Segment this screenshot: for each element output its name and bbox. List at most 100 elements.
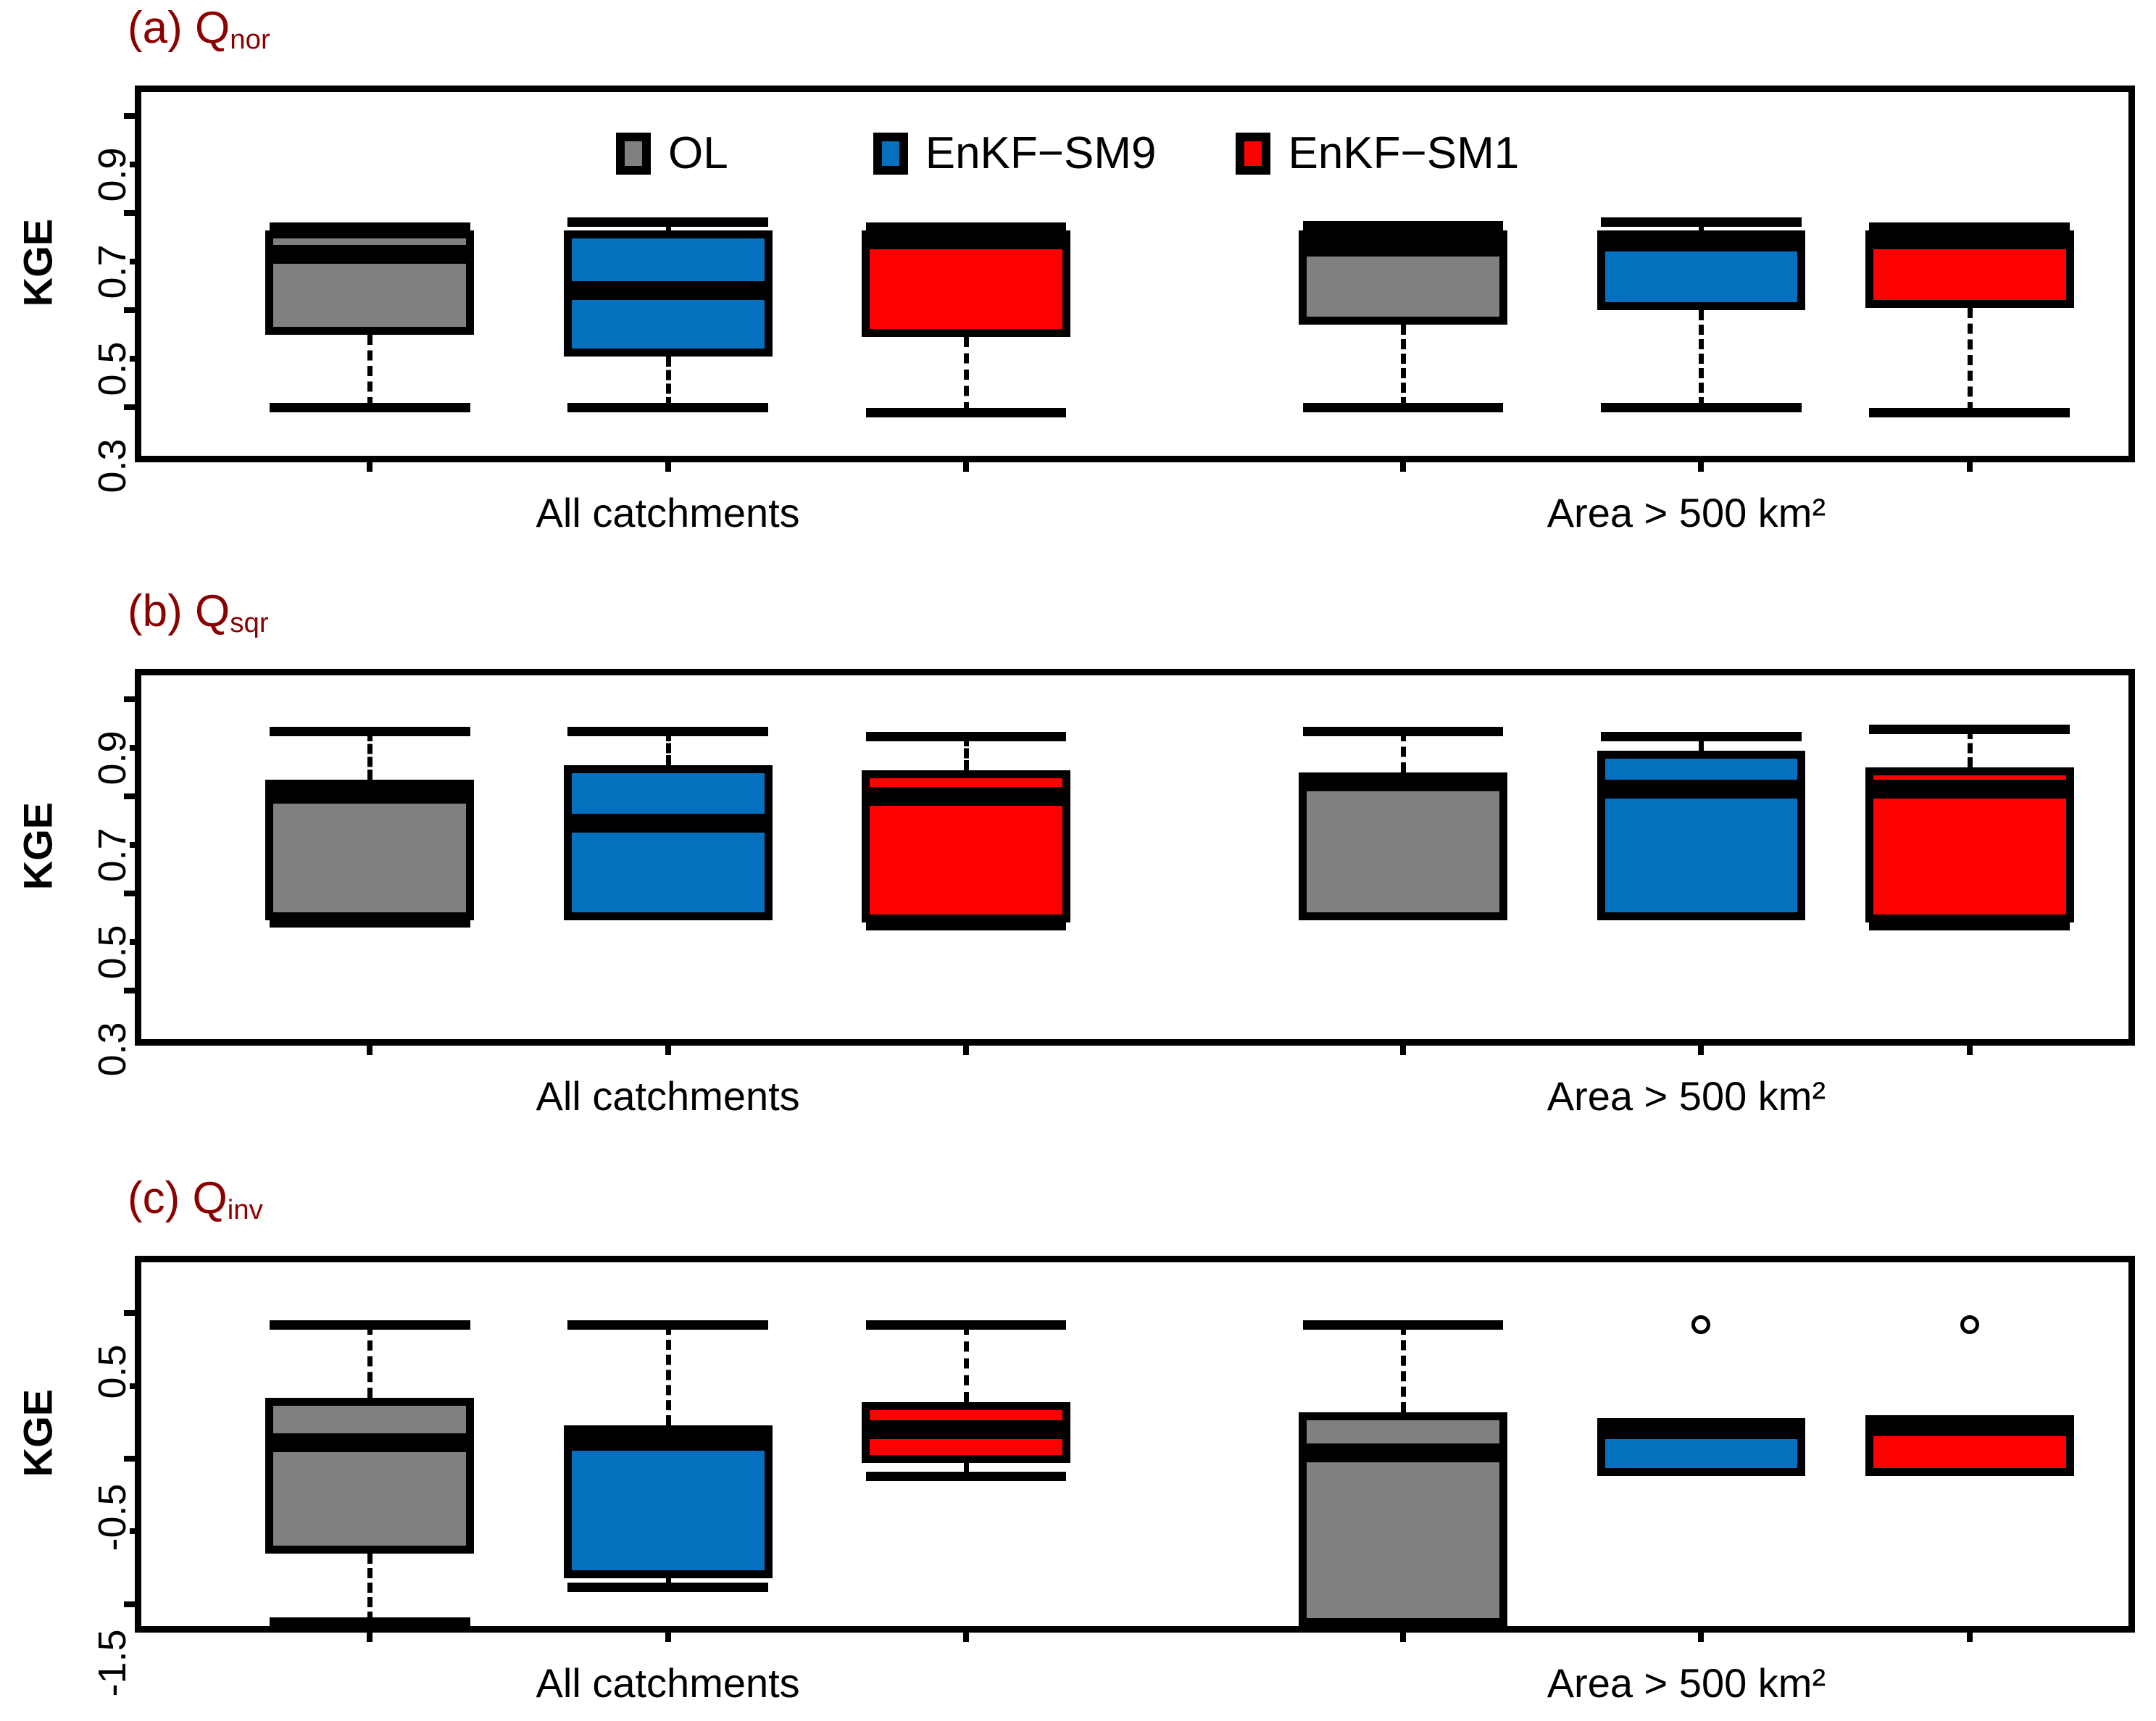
boxplot-c-4[interactable] [141, 1262, 2128, 1626]
boxplot-whisker-lower [367, 334, 373, 408]
panel-b-xtick [1698, 1039, 1705, 1055]
boxplot-whisker-lower [665, 1578, 671, 1587]
boxplot-cap-upper [567, 726, 768, 736]
panel-a-title: (a) Qnor [128, 3, 270, 54]
boxplot-c-2[interactable] [141, 1262, 2128, 1626]
boxplot-whisker-upper [963, 736, 969, 770]
boxplot-cap-upper [865, 222, 1067, 233]
boxplot-c-3[interactable] [141, 1262, 2128, 1626]
panel-c-xtick [962, 1626, 969, 1642]
boxplot-cap-upper [270, 1320, 470, 1330]
boxplot-a-5[interactable] [141, 92, 2128, 456]
boxplot-cap-lower [1601, 403, 1802, 413]
panel-a-xtick [1698, 456, 1705, 472]
panel-c-ytick [124, 1601, 141, 1607]
panel-a-ytick [124, 307, 141, 314]
legend-label-enkf-sm1: EnKF−SM1 [1288, 128, 1520, 178]
boxplot-b-2[interactable] [141, 675, 2128, 1039]
boxplot-median [563, 814, 773, 833]
panel-a-xtick [1966, 456, 1973, 472]
boxplot-median [1865, 780, 2074, 799]
boxplot-a-2[interactable] [141, 92, 2128, 456]
panel-a-ytick [124, 404, 141, 411]
boxplot-c-1[interactable] [141, 1262, 2128, 1626]
panel-c-xtick [1400, 1626, 1407, 1642]
boxplot-whisker-upper [1401, 730, 1407, 772]
panel-a-title-main: (a) Q [128, 3, 230, 53]
boxplot-cap-upper [567, 1320, 768, 1330]
boxplot-cap-upper [865, 731, 1067, 741]
panel-c-ylabel: KGE [14, 1388, 61, 1478]
legend-item-enkf-sm9[interactable]: EnKF−SM9 [873, 128, 1156, 179]
boxplot-cap-lower [270, 403, 470, 413]
boxplot-median [861, 1420, 1070, 1439]
boxplot-whisker-lower [1401, 325, 1407, 408]
panel-a-xtick [962, 456, 969, 472]
boxplot-cap-upper [1302, 1320, 1504, 1330]
panel-b-group-label-0: All catchments [536, 1073, 800, 1119]
panel-c-xtick [665, 1626, 671, 1642]
panel-b-ytick [124, 696, 141, 703]
panel-c-xtick [367, 1626, 373, 1642]
boxplot-b-1[interactable] [141, 675, 2128, 1039]
boxplot-median [1597, 1420, 1806, 1439]
boxplot-whisker-lower [367, 1553, 373, 1622]
boxplot-whisker-upper [963, 1325, 969, 1402]
panel-b-ytick [124, 891, 141, 897]
panel-b-ytick-minor [130, 842, 141, 849]
panel-c-ytick [124, 1456, 141, 1462]
boxplot-cap-lower [1869, 407, 2070, 417]
boxplot-median [1865, 230, 2074, 250]
boxplot-median [861, 230, 1070, 250]
boxplot-cap-upper [1302, 726, 1504, 736]
boxplot-b-3[interactable] [141, 675, 2128, 1039]
panel-a-title-sub: nor [230, 24, 270, 56]
panel-c-title-sub: inv [227, 1194, 263, 1226]
boxplot-median [1597, 780, 1806, 799]
boxplot-whisker-lower [1967, 307, 1973, 412]
panel-a-ytick-label: 0.9 [91, 147, 134, 202]
panel-b-xtick [367, 1039, 373, 1055]
panel-b-title-main: (b) Q [128, 586, 230, 636]
boxplot-a-3[interactable] [141, 92, 2128, 456]
panel-a-xtick [1400, 456, 1407, 472]
boxplot-cap-upper [567, 217, 768, 228]
panel-a-ytick [124, 210, 141, 217]
boxplot-median [1299, 1443, 1508, 1463]
boxplot-cap-lower [865, 407, 1067, 417]
legend-item-ol[interactable]: OL [616, 128, 728, 179]
panel-a-ytick-minor [130, 356, 141, 362]
boxplot-c-0[interactable] [141, 1262, 2128, 1627]
panel-a-xtick [367, 456, 373, 472]
boxplot-median [265, 784, 475, 804]
boxplot-box [563, 764, 773, 920]
boxplot-median [1299, 238, 1508, 257]
boxplot-median [1597, 233, 1806, 252]
boxplot-a-1[interactable] [141, 92, 2128, 456]
panel-b-ytick [124, 988, 141, 994]
panel-c-group-label-0: All catchments [536, 1660, 800, 1706]
boxplot-cap-upper [1869, 222, 2070, 233]
boxplot-b-4[interactable] [141, 675, 2128, 1039]
boxplot-whisker-lower [963, 1463, 969, 1477]
panel-c-ytick-minor [130, 1383, 141, 1389]
boxplot-a-0[interactable] [141, 92, 2128, 456]
panel-c-title: (c) Qinv [128, 1176, 263, 1225]
boxplot-cap-lower [567, 1582, 768, 1592]
boxplot-cap-lower [865, 1472, 1067, 1482]
panel-a-ytick [124, 113, 141, 120]
legend-label-ol: OL [668, 128, 728, 178]
legend-item-enkf-sm1[interactable]: EnKF−SM1 [1236, 128, 1519, 179]
boxplot-cap-lower [270, 918, 470, 928]
boxplot-b-5[interactable] [141, 675, 2128, 1039]
boxplot-c-5[interactable] [141, 1262, 2128, 1626]
boxplot-b-0[interactable] [141, 675, 2128, 1039]
panel-b-title-sub: sqr [230, 607, 269, 639]
boxplot-a-4[interactable] [141, 92, 2128, 456]
boxplot-median [563, 1431, 773, 1451]
boxplot-cap-upper [270, 222, 470, 233]
boxplot-box [1597, 750, 1806, 920]
